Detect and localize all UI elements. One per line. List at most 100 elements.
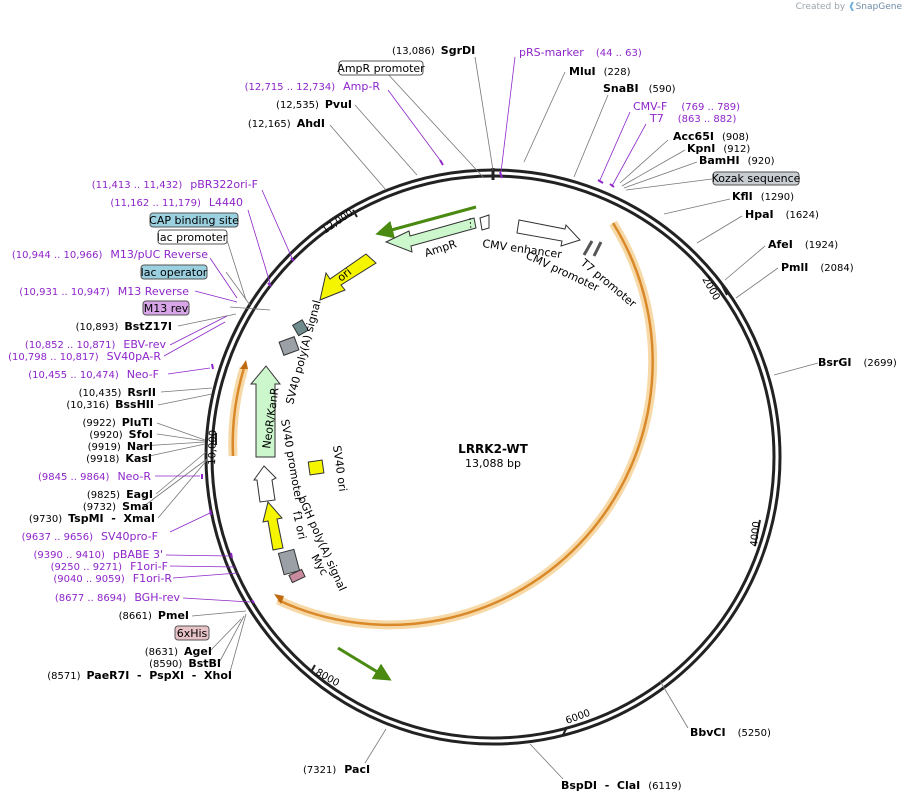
site-bstbi: (8590)BstBI <box>149 657 221 670</box>
site-snabi: SnaBI(590) <box>603 82 676 95</box>
plasmid-name: LRRK2-WT <box>458 442 528 456</box>
cap-binding-site-box <box>149 212 239 228</box>
primer-m13-puc-reverse: (10,944 .. 10,966)M13/pUC Reverse <box>12 248 208 261</box>
lac-promoter-box <box>157 229 228 245</box>
credit-brand: SnapGene <box>855 2 902 12</box>
site-bspdi-clai: BspDI - ClaI(6119) <box>561 779 682 792</box>
site-tspmi-xmai: (9730)TspMI - XmaI <box>29 512 155 525</box>
orf-arrowhead-icon <box>274 594 284 604</box>
sv40-promoter-label: SV40 promoter <box>278 418 305 503</box>
primer-sv40pa-r: (10,798 .. 10,817)SV40pA-R <box>8 350 161 363</box>
site-kasi: (9918)KasI <box>86 452 152 465</box>
site-rsrii: (10,435)RsrII <box>79 386 156 399</box>
cmv-enhancer-label: CMV enhancer <box>482 237 563 261</box>
site-acc65i: Acc65I(908) <box>673 130 749 143</box>
ampr-promoter-box-label: AmpR promoter <box>337 62 425 75</box>
primer-l4440: (11,162 .. 11,179)L4440 <box>110 196 243 209</box>
m13-rev-box <box>142 300 190 316</box>
site-afei: AfeI(1924) <box>768 238 838 251</box>
primer-leader-lines <box>155 56 647 603</box>
primer-sv40pro-f: (9637 .. 9656)SV40pro-F <box>22 530 158 543</box>
primer-t7: T7(863 .. 882) <box>649 112 737 125</box>
site-eagi: (9825)EagI <box>87 488 153 501</box>
cap-binding-site-box-label: CAP binding site <box>149 214 239 227</box>
primer-f1ori-r: (9040 .. 9059)F1ori-R <box>53 572 172 585</box>
neor-feature <box>249 365 282 458</box>
leader-lines <box>139 56 819 780</box>
tick-label-10000: 10,000 <box>207 430 219 465</box>
ampr-promoter-feature <box>479 214 490 231</box>
sv40-ori-label: SV40 ori <box>330 445 349 493</box>
sv40-polya-feature <box>278 336 300 356</box>
site-ahdi: (12,165)AhdI <box>248 117 325 130</box>
sv40-promoter-feature <box>253 465 277 503</box>
tick-4000 <box>754 519 761 547</box>
site-kpni: KpnI(912) <box>687 142 750 155</box>
primer-cmv-f: CMV-F(769 .. 789) <box>633 100 740 113</box>
lac-operator-box <box>140 264 208 280</box>
site-paer7i-pspxi-xhoi: (8571)PaeR7I - PspXI - XhoI <box>47 669 232 682</box>
plasmid-size: 13,088 bp <box>465 457 521 470</box>
primer-neo-r: (9845 .. 9864)Neo-R <box>38 470 151 483</box>
primer-ebv-rev: (10,852 .. 10,871)EBV-rev <box>25 338 167 351</box>
site-sfoi: (9920)SfoI <box>89 428 153 441</box>
lac-cap-block <box>291 319 309 337</box>
site-paci: (7321)PacI <box>303 763 370 776</box>
myc-feature <box>288 568 306 584</box>
site-smai: (9732)SmaI <box>83 500 153 513</box>
f1-ori-label: f1 ori <box>290 510 309 541</box>
primer-marks <box>201 159 615 604</box>
primer-pbr322ori-f: (11,413 .. 11,432)pBR322ori-F <box>92 178 258 191</box>
site-bamhi: BamHI(920) <box>699 154 775 167</box>
bgh-polya-feature <box>277 548 301 576</box>
tick-label-12000: 12,000 <box>320 207 355 236</box>
site-nari: (9919)NarI <box>88 440 153 453</box>
site-mlui: MluI(228) <box>569 65 631 78</box>
sv40-ori-feature <box>307 459 325 476</box>
6xhis-box-label: 6xHis <box>177 627 208 640</box>
site-bsrgi: BsrGI(2699) <box>818 356 897 369</box>
primer-neo-f: (10,455 .. 10,474)Neo-F <box>28 368 159 381</box>
site-bsshii: (10,316)BssHII <box>66 398 154 411</box>
site-agei: (8631)AgeI <box>145 645 212 658</box>
m13-rev-box-label: M13 rev <box>144 302 189 315</box>
site-pluti: (9922)PluTI <box>82 416 153 429</box>
site-hpai: HpaI(1624) <box>745 208 819 221</box>
neo-orf-arc <box>231 367 246 457</box>
tick-8000 <box>310 664 316 673</box>
ampr-feature <box>384 217 477 253</box>
site-kfli: KflI(1290) <box>732 190 794 203</box>
primer-m13-reverse: (10,931 .. 10,947)M13 Reverse <box>19 285 189 298</box>
lac-operator-box-label: lac operator <box>141 266 208 279</box>
credit-prefix: Created by <box>795 2 846 12</box>
tick-2000 <box>720 282 728 296</box>
primer-f1ori-f: (9250 .. 9271)F1ori-F <box>51 560 168 573</box>
site-pmei: (8661)PmeI <box>119 609 189 622</box>
f1-ori-feature <box>262 500 284 551</box>
tick-label-4000: 4000 <box>749 521 763 547</box>
site-bbvci: BbvCI(5250) <box>690 726 771 739</box>
snapgene-logo-icon: ❰ <box>848 2 856 12</box>
site-pvui: (12,535)PvuI <box>276 98 352 111</box>
cmv-enhancer-feature <box>516 219 581 247</box>
primer-amp-r: (12,715 .. 12,734)Amp-R <box>245 80 381 93</box>
primer-pbabe-3: (9390 .. 9410)pBABE 3' <box>34 548 164 561</box>
lac-promoter-box-label: lac promoter <box>157 231 228 244</box>
cmv-promoter-mark <box>582 240 594 256</box>
primer-bgh-rev: (8677 .. 8694)BGH-rev <box>55 591 181 604</box>
kozak-sequence-box-label: Kozak sequence <box>712 172 801 185</box>
site-bstz17i: (10,893)BstZ17I <box>76 320 172 333</box>
ampr-direction-arrow <box>375 205 477 239</box>
orf-direction-arrow <box>337 646 392 681</box>
lrrk2-orf-arc <box>277 222 654 627</box>
tick-6000 <box>562 726 568 736</box>
kozak-sequence-box <box>712 171 800 186</box>
neo-arrowhead-icon <box>240 360 248 369</box>
site-pmli: PmlI(2084) <box>781 261 854 274</box>
bgh-polya-label: bGH poly(A) signal <box>295 494 349 593</box>
primer-prs-marker: pRS-marker(44 .. 63) <box>519 46 642 59</box>
6xhis-box <box>174 625 210 641</box>
snapgene-credit: Created by ❰SnapGene <box>796 2 902 12</box>
site-sgrdi: (13,086)SgrDI <box>392 44 475 57</box>
